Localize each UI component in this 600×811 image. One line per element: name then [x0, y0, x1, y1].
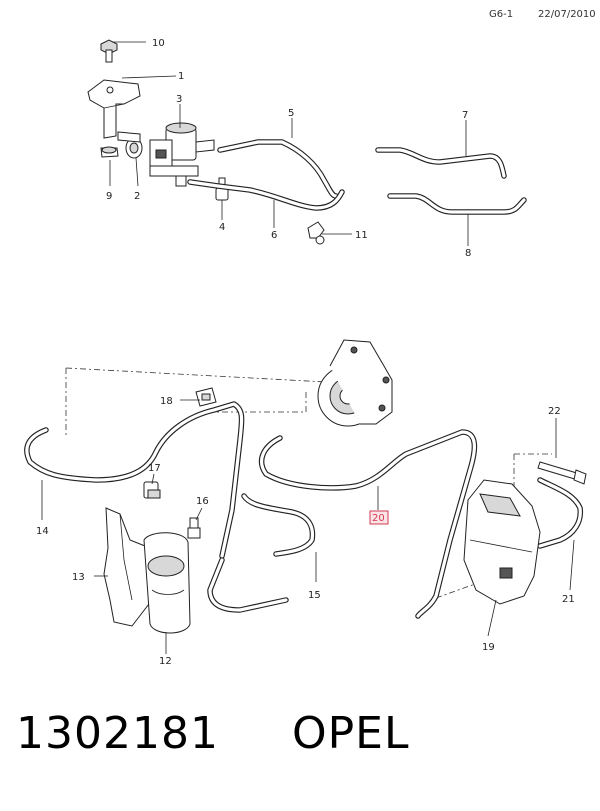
callout-8[interactable]: 8	[465, 248, 471, 259]
reservoir-19	[463, 479, 541, 605]
clamp-11	[307, 221, 325, 245]
callout-13[interactable]: 13	[72, 572, 85, 583]
hose-15	[207, 493, 316, 613]
clip-18	[195, 387, 217, 407]
bolt-16	[187, 517, 201, 539]
part-number: 1302181	[16, 708, 219, 759]
callout-15[interactable]: 15	[308, 590, 321, 601]
callout-12[interactable]: 12	[159, 656, 172, 667]
callout-1[interactable]: 1	[178, 71, 184, 82]
callout-17[interactable]: 17	[148, 463, 161, 474]
callout-19[interactable]: 19	[482, 642, 495, 653]
vacuum-pump	[317, 339, 393, 427]
hose-21	[537, 477, 584, 549]
bolt-22	[537, 461, 587, 485]
bolt-10	[100, 39, 118, 63]
hose-6	[187, 179, 345, 211]
callout-22[interactable]: 22	[548, 406, 561, 417]
callout-labels: 10 1 3 5 7 9 2 4 6 11 8 18 22 17 16 14 2…	[36, 38, 575, 667]
lower-leader-lines	[41, 399, 575, 654]
hose-20	[258, 429, 478, 619]
clip-9	[100, 146, 119, 158]
callout-14[interactable]: 14	[36, 526, 49, 537]
callout-2[interactable]: 2	[134, 191, 140, 202]
sheet-code: G6-1	[489, 9, 514, 20]
hose-7	[375, 147, 507, 179]
callout-4[interactable]: 4	[219, 222, 225, 233]
callout-16[interactable]: 16	[196, 496, 209, 507]
callout-7[interactable]: 7	[462, 110, 468, 121]
hose-8	[387, 193, 527, 215]
bracket-13	[103, 507, 153, 627]
callout-21[interactable]: 21	[562, 594, 575, 605]
sheet-date: 22/07/2010	[538, 9, 596, 20]
callout-11[interactable]: 11	[355, 230, 368, 241]
callout-18[interactable]: 18	[160, 396, 173, 407]
callout-6[interactable]: 6	[271, 230, 277, 241]
callout-20-highlight	[369, 510, 389, 525]
solenoid-valve-3	[149, 122, 215, 187]
upper-leader-lines	[109, 41, 469, 246]
hose-5	[217, 139, 339, 199]
callout-3[interactable]: 3	[176, 94, 182, 105]
callout-5[interactable]: 5	[288, 108, 294, 119]
callout-20[interactable]: 20	[372, 513, 385, 524]
check-valve-17	[143, 481, 161, 499]
bracket-1	[87, 79, 141, 139]
hose-14	[24, 401, 245, 559]
callout-10[interactable]: 10	[152, 38, 165, 49]
brand-name: OPEL	[292, 708, 410, 759]
callout-9[interactable]: 9	[106, 191, 112, 202]
reservoir-12	[143, 532, 191, 634]
grommet-2	[117, 131, 143, 159]
